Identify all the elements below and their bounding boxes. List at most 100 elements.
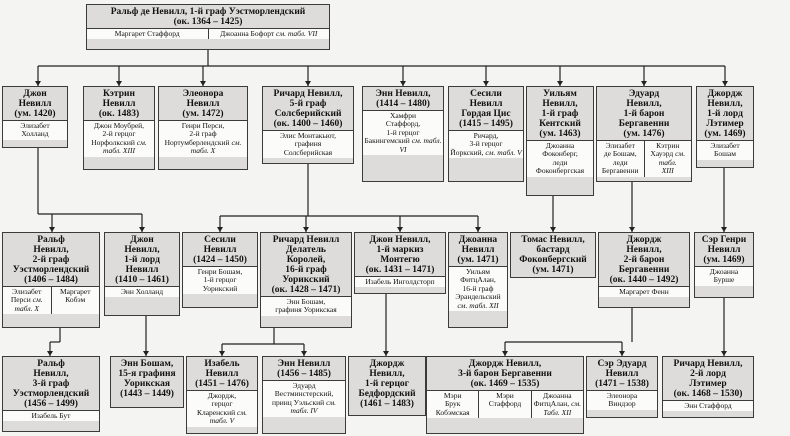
arrow-head [557, 81, 563, 86]
spouse-row: Элизабет Бошам [697, 140, 753, 160]
person-heading: Энн Невилл, (1414 – 1480) [363, 87, 443, 110]
person-box-edward1538: Сэр Эдуард Невилл (1471 – 1538)Элеонора … [586, 356, 658, 418]
person-heading: Джон Невилл (ум. 1420) [3, 87, 67, 120]
spouse-name: Элис Монтакьют, графиня Солсберийская [280, 131, 336, 157]
spouse-cell: Джон Моубрей, 2-й герцог Норфолкский см.… [84, 121, 154, 157]
person-heading: Джордж Невилл, 2-й барон Бергавенни (ок.… [599, 233, 689, 286]
spouse-row: Джоанна Бурше [695, 266, 753, 286]
table-reference: см. табл. XII [457, 300, 499, 310]
spouse-name: Изабель Инголдсторп [365, 277, 435, 286]
person-box-george_bedford: Джордж Невилл, 1-й герцог Бедфордский (1… [348, 356, 426, 416]
person-name: Ричард Невилл, 2-й лорд Лэтимер [673, 359, 743, 389]
spouse-name: Джон Моубрей, 2-й герцог Норфолкский [91, 121, 145, 147]
spouse-cell: Мэри Стаффорд [478, 391, 530, 419]
spouse-cell: Джордж, герцог Кларенский см. табл. V [187, 391, 257, 427]
spouse-cell: Элизабет де Бошам, леди Бергавенни [597, 141, 644, 177]
person-dates: (ум. 1471) [457, 255, 499, 265]
person-dates: (1424 – 1450) [193, 255, 247, 265]
arrow-head [550, 227, 556, 232]
person-dates: (1410 – 1461) [115, 275, 169, 285]
spouse-cell: Элис Монтакьют, графиня Солсберийская [263, 131, 353, 158]
spouse-cell: Маргарет Кобэм [50, 287, 100, 315]
person-heading: Джордж Невилл, 1-й лорд Лэтимер (ум. 146… [697, 87, 753, 140]
spouse-name: Джоанна Бурше [709, 267, 739, 285]
arrow-head [400, 81, 406, 86]
person-dates: (1415 – 1495) [459, 119, 513, 129]
person-heading: Энн Бошам, 15-я графиня Уорикская (1443 … [111, 357, 183, 400]
person-name: Уильям Невилл, 1-й граф Кентский [539, 89, 581, 129]
arrow-head [502, 351, 508, 356]
spouse-name: Ричард, 3-й герцог Йоркский, [450, 131, 503, 157]
spouse-cell: Мэри Брук Кобэмская [427, 391, 478, 418]
spouse-row: Ричард, 3-й герцог Йоркский, см. табл. V [449, 130, 523, 159]
spouse-cell: Кэтрин Хауэрд см. табл. XIII [643, 141, 692, 177]
person-name: Сесили Невилл Гордая Цис [461, 89, 511, 119]
person-name: Ральф де Невилл, 1-й граф Уэстморлендски… [110, 7, 306, 17]
person-box-isabel: Изабель Невилл (1451 – 1476)Джордж, герц… [186, 356, 258, 434]
person-name: Джордж Невилл, 1-й герцог Бедфордский [358, 359, 416, 399]
arrow-head [303, 227, 309, 232]
spouse-name: Генри Бошам, 1-й герцог Уорикский [197, 267, 243, 293]
spouse-name: Элизабет Бошам [710, 141, 740, 159]
person-heading: Ричард Невилл, 5-й граф Солсберийский (о… [263, 87, 353, 130]
person-dates: (ум. 1471) [532, 265, 574, 275]
arrow-head [722, 81, 728, 86]
person-dates: (ум. 1420) [14, 109, 56, 119]
person-name: Джон Невилл [18, 89, 52, 109]
table-reference: см. табл. VII [276, 29, 318, 38]
arrow-head [721, 351, 727, 356]
person-name: Сэр Генри Невилл [701, 235, 747, 255]
table-reference: см. табл. IV [290, 397, 337, 416]
spouse-row: Элеонора Виндзор [587, 390, 657, 410]
spouse-cell: Генри Перси, 2-й граф Нортумберлендский … [159, 121, 247, 157]
table-reference: см. табл. XIII [103, 137, 147, 156]
person-box-katherine: Кэтрин Невилл (ок. 1483)Джон Моубрей, 2-… [83, 86, 155, 170]
arrow-head [143, 351, 149, 356]
person-dates: (ок. 1400 – 1460) [273, 119, 343, 129]
spouse-name: Энн Стаффорд [684, 401, 732, 410]
spouse-cell: Энн Холланд [105, 287, 179, 297]
person-name: Ричард Невилл Делатель Королей, 16-й гра… [272, 235, 340, 285]
spouse-name: Маргарет Стаффорд [114, 29, 180, 38]
person-name: Сесили Невилл [203, 235, 237, 255]
spouse-cell: Элизабет Холланд [3, 121, 67, 140]
person-heading: Ральф Невилл, 3-й граф Уэстморлендский (… [3, 357, 99, 410]
person-name: Сэр Эдуард Невилл [597, 359, 647, 379]
spouse-name: Джордж, герцог Кларенский [196, 391, 237, 417]
table-reference: см. табл. V [485, 147, 522, 157]
person-dates: (ок. 1440 – 1492) [609, 275, 679, 285]
spouse-cell: Джоанна Бурше [695, 267, 753, 286]
spouse-name: Джоанна ФитцАлан, [533, 391, 572, 409]
spouse-cell: Джоанна Фоконберг, леди Фоконбергская [527, 141, 593, 177]
arrow-head [219, 351, 225, 356]
spouse-row: Уильям ФитцАлан, 16-й граф Эрандельский … [449, 266, 507, 312]
person-box-ralph1: Ральф де Невилл, 1-й граф Уэстморлендски… [86, 4, 330, 50]
person-name: Ральф Невилл, 2-й граф Уэстморлендский [12, 235, 90, 275]
person-dates: (ок. 1428 – 1471) [271, 285, 341, 295]
spouse-row: Генри Бошам, 1-й герцог Уорикский [183, 266, 257, 295]
person-name: Эдуард Невилл, 1-й барон Бергавенни [618, 89, 670, 129]
person-name: Энн Невилл [277, 359, 331, 369]
spouse-cell: Джоанна ФитцАлан, см. Табл. XII [530, 391, 583, 419]
person-dates: (ум. 1469) [703, 255, 745, 265]
spouse-row: Маргарет Стаффорд Джоанна Бофорт см. табл… [87, 28, 329, 40]
person-box-henry1469: Сэр Генри Невилл (ум. 1469) Джоанна Бурше [694, 232, 754, 298]
person-heading: Джоанна Невилл (ум. 1471) [449, 233, 507, 266]
person-dates: (ум. 1469) [704, 129, 746, 139]
spouse-cell: Элизабет Перси см. табл. Х [3, 287, 51, 314]
arrow-head [641, 81, 647, 86]
person-heading: Томас Невилл, бастард Фоконбергский (ум.… [511, 233, 595, 276]
person-name: Энн Невилл, [375, 89, 431, 99]
person-heading: Уильям Невилл, 1-й граф Кентский (ум. 14… [527, 87, 593, 140]
spouse-name: Джоанна Бофорт [220, 29, 275, 38]
person-name: Томас Невилл, бастард Фоконбергский [519, 235, 587, 265]
person-heading: Ральф де Невилл, 1-й граф Уэстморлендски… [87, 5, 329, 28]
spouse-row: Джон Моубрей, 2-й герцог Норфолкский см.… [84, 120, 154, 157]
spouse-name: Изабель Бут [31, 411, 71, 420]
person-name: Энн Бошам, 15-я графиня Уорикская [118, 359, 176, 389]
spouse-name: Эдуард Вестминстерский, принц Уэльский [271, 381, 334, 407]
spouse-cell: Элизабет Бошам [697, 141, 753, 160]
person-box-george_latimer1: Джордж Невилл, 1-й лорд Лэтимер (ум. 146… [696, 86, 754, 168]
person-box-kingmaker: Ричард Невилл Делатель Королей, 16-й гра… [260, 232, 352, 328]
